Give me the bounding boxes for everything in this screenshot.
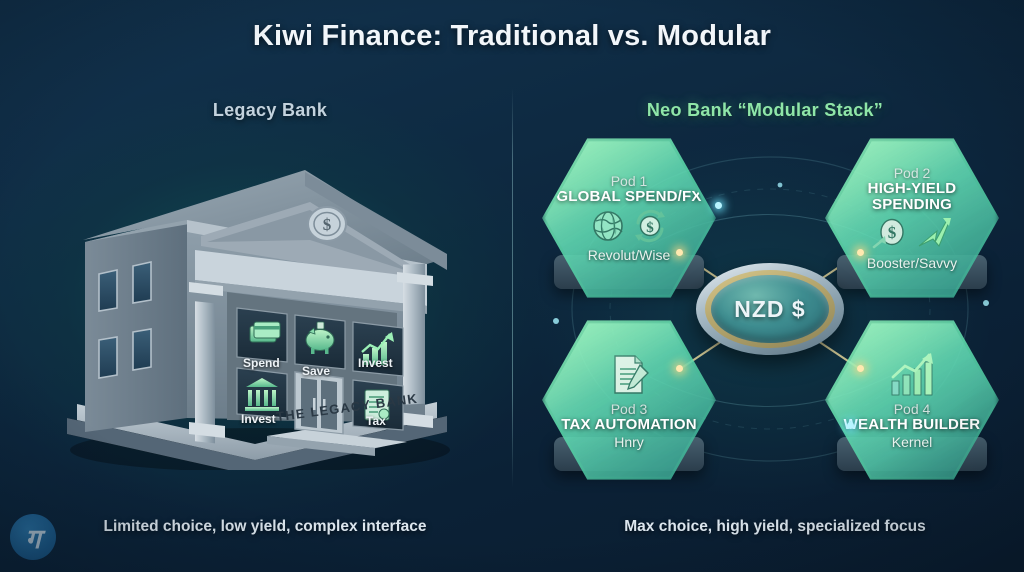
bank-feature-label-tax: Tax [366, 414, 386, 428]
pod-1[interactable]: Pod 1 GLOBAL SPEND/FX $ [542, 135, 716, 301]
hub-inner-disc: NZD $ [711, 275, 829, 343]
legacy-bank-header: Legacy Bank [212, 100, 328, 120]
currency-hub[interactable]: NZD $ [696, 263, 844, 355]
coin-dollar-icon: $ [872, 218, 904, 249]
document-pencil-icon [614, 355, 649, 395]
pod-4-number: Pod 4 [893, 401, 931, 418]
node-pod1-link [676, 249, 683, 256]
pod-2-title-line2: SPENDING [872, 196, 952, 213]
pod-1-icons: $ [590, 208, 668, 244]
pod-2-providers: Booster/Savvy [866, 255, 958, 272]
legacy-caption: Limited choice, low yield, complex inter… [103, 518, 427, 535]
bar-chart-arrow-icon [891, 353, 933, 396]
pod-3-providers: Hnry [614, 433, 644, 450]
node-pod4-link [857, 365, 864, 372]
pod-4-title: WEALTH BUILDER [843, 416, 981, 434]
pod-2-icons: $ [871, 216, 953, 252]
neo-bank-header: Neo Bank “Modular Stack” [646, 100, 884, 120]
brand-watermark-logo: ग [10, 514, 56, 560]
neo-caption: Max choice, high yield, specialized focu… [624, 518, 926, 535]
legacy-bank-illustration: $ [55, 150, 455, 470]
hub-label: NZD $ [734, 295, 806, 322]
bank-feature-label-invest-chart: Invest [358, 356, 393, 370]
node-bottom-right [847, 422, 854, 429]
pod-3-icons [608, 353, 650, 397]
globe-icon [593, 211, 623, 241]
svg-text:$: $ [646, 220, 654, 236]
watermark-glyph: ग [25, 523, 41, 554]
currency-exchange-icon: $ [635, 209, 665, 243]
pod-2-title-line1: HIGH-YIELD [867, 179, 957, 197]
pod-1-number: Pod 1 [610, 172, 648, 189]
node-top [715, 202, 722, 209]
growth-arrow-icon [918, 218, 951, 248]
node-pod3-link [676, 365, 683, 372]
pod-1-title: GLOBAL SPEND/FX [556, 187, 702, 205]
svg-text:$: $ [888, 223, 897, 242]
bank-feature-label-save: Save [302, 364, 331, 378]
modular-stack-diagram: Pod 1 GLOBAL SPEND/FX $ [520, 125, 1020, 495]
bank-feature-label-invest-bank: Invest [241, 412, 276, 426]
page-title: Kiwi Finance: Traditional vs. Modular [252, 20, 772, 52]
node-pod2-link [857, 249, 864, 256]
pod-2[interactable]: Pod 2 HIGH-YIELD SPENDING $ Booster/S [825, 135, 999, 301]
pod-4-providers: Kernel [891, 433, 933, 450]
pod-2-number: Pod 2 [893, 164, 931, 181]
panel-divider [512, 88, 513, 488]
bank-feature-label-spend: Spend [243, 356, 280, 370]
pod-3[interactable]: Pod 3 TAX AUTOMATION Hnry [542, 317, 716, 483]
pod-3-number: Pod 3 [610, 401, 648, 418]
pod-4[interactable]: Pod 4 WEALTH BUILDER Kernel [825, 317, 999, 483]
svg-text:$: $ [323, 215, 332, 234]
pod-1-providers: Revolut/Wise [587, 247, 671, 264]
pod-4-icons [888, 353, 936, 397]
pod-3-title: TAX AUTOMATION [561, 416, 697, 434]
